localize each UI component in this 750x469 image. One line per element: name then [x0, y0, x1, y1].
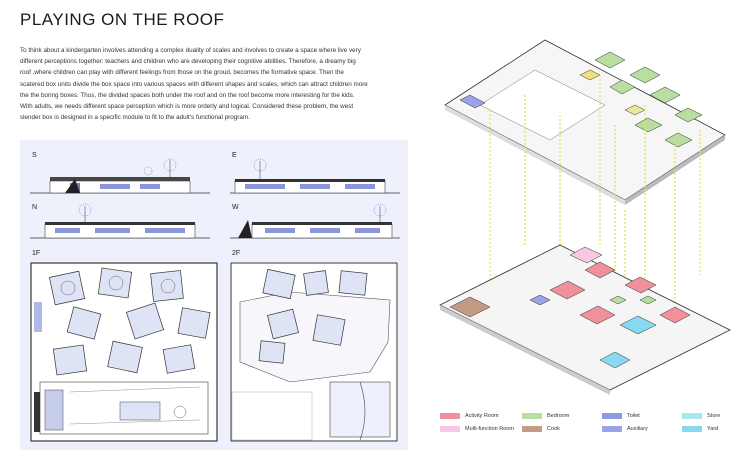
legend-item: Store [682, 413, 720, 419]
east-elevation [230, 158, 400, 194]
legend-label: Multi-function Room [465, 426, 514, 432]
elevation-label-w: W [232, 204, 239, 211]
drawings-panel: S E N W [20, 140, 408, 450]
legend-label: Yard [707, 426, 719, 432]
legend-item: Auxiliary [602, 426, 648, 432]
legend-item: Activity Room [440, 413, 499, 419]
legend-item: Bedroom [522, 413, 569, 419]
legend-swatch [440, 413, 460, 419]
page-title: PLAYING ON THE ROOF [20, 10, 225, 29]
ground-level [439, 244, 731, 395]
legend-label: Activity Room [465, 413, 499, 419]
plan-label-1f: 1F [32, 250, 41, 257]
legend-swatch [602, 413, 622, 419]
intro-line: the the boring boxes. Thus, the divided … [20, 91, 355, 99]
legend-label: Toilet [627, 413, 640, 419]
north-elevation [30, 203, 210, 239]
legend-item: Multi-function Room [440, 426, 514, 432]
legend-label: Store [707, 413, 721, 419]
legend-label: Auxiliary [627, 426, 648, 432]
elevation-label-e: E [232, 152, 237, 159]
intro-line: different perceptions together: teachers… [20, 58, 356, 66]
intro-line: With adults, we needs different space pe… [20, 103, 354, 111]
plan-label-2f: 2F [232, 250, 241, 257]
legend-swatch [522, 413, 542, 419]
legend-swatch [682, 413, 702, 419]
intro-line: roof ,where children can play with diffe… [20, 69, 344, 77]
roof-level [444, 39, 726, 205]
intro-line: scatered box units divide the box space … [20, 80, 368, 88]
intro-text: To think about a kindergarten involves a… [20, 45, 418, 123]
south-elevation [30, 158, 210, 194]
first-floor-plan [30, 262, 218, 442]
legend-item: Yard [682, 426, 718, 432]
legend-swatch [602, 426, 622, 432]
axonometric-exploded-view [439, 39, 731, 395]
west-elevation [230, 203, 400, 239]
legend-swatch [522, 426, 542, 432]
legend-item: Toilet [602, 413, 640, 419]
intro-line: To think about a kindergarten involves a… [20, 47, 361, 54]
second-floor-plan [230, 262, 398, 442]
legend-item: Cook [522, 426, 560, 432]
legend-swatch [682, 426, 702, 432]
intro-line: slender box is designed in a specific mo… [20, 114, 250, 122]
elevation-label-s: S [32, 152, 37, 159]
legend-swatch [440, 426, 460, 432]
legend-label: Cook [547, 426, 560, 432]
elevation-label-n: N [32, 204, 38, 211]
room-legend: Activity Room Multi-function Room Bedroo… [440, 410, 740, 440]
legend-label: Bedroom [547, 413, 570, 419]
